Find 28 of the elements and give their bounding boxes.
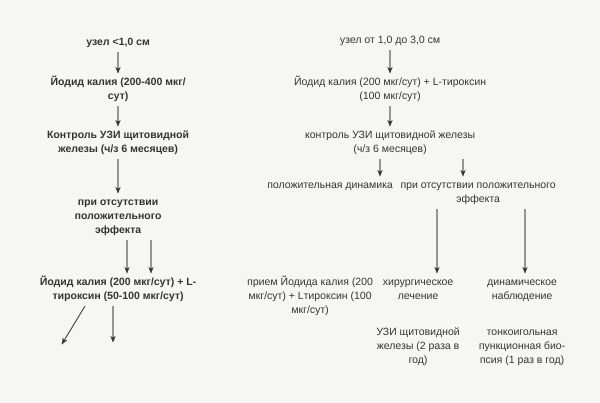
arrow — [387, 106, 393, 127]
arrow — [110, 306, 116, 343]
step-text: Йодид калия (200-400 мкг/сут) — [49, 75, 187, 103]
step-text: динамическое наблюдение — [486, 275, 558, 303]
step-text: узел <1,0 см — [85, 35, 151, 49]
step-text: положительная динамика — [266, 178, 394, 192]
step-text: при отсутствии положительного эффекта — [399, 178, 557, 206]
step-text: прием Йодида калия (200 мкг/сут) + Lтироксин (100 мкг/сут) — [246, 275, 374, 317]
arrow — [115, 52, 121, 74]
step-text: узел от 1,0 до 3,0 см — [338, 33, 442, 47]
arrow — [387, 50, 393, 74]
arrow — [62, 306, 86, 345]
step-text: хирургическое лечение — [382, 275, 454, 303]
arrow — [522, 208, 528, 274]
step-text: при отсутствии положительного эффекта — [74, 195, 162, 237]
arrow — [377, 158, 383, 177]
step-text: Контроль УЗИ щитовидной железы (ч/з 6 месяцев) — [46, 128, 190, 156]
arrow — [115, 106, 121, 127]
step-text: Йодид калия (200 мкг/сут) + L-тироксин (100 мкг/сут) — [292, 75, 488, 103]
arrow — [460, 158, 466, 177]
step-text: УЗИ щитовидной железы (2 раза в год) — [375, 325, 461, 367]
arrow — [115, 158, 121, 194]
step-text: контроль УЗИ щитовидной железы (ч/з 6 месяцев) — [305, 128, 475, 156]
step-text: Йодид калия (200 мкг/сут) + L-тироксин (50-100 мкг/сут) — [38, 275, 198, 303]
arrow — [124, 240, 130, 274]
arrow — [148, 240, 154, 274]
arrow — [434, 208, 440, 274]
step-text: тонкоигольная пункционная био- псия (1 раз в год) — [478, 325, 566, 367]
